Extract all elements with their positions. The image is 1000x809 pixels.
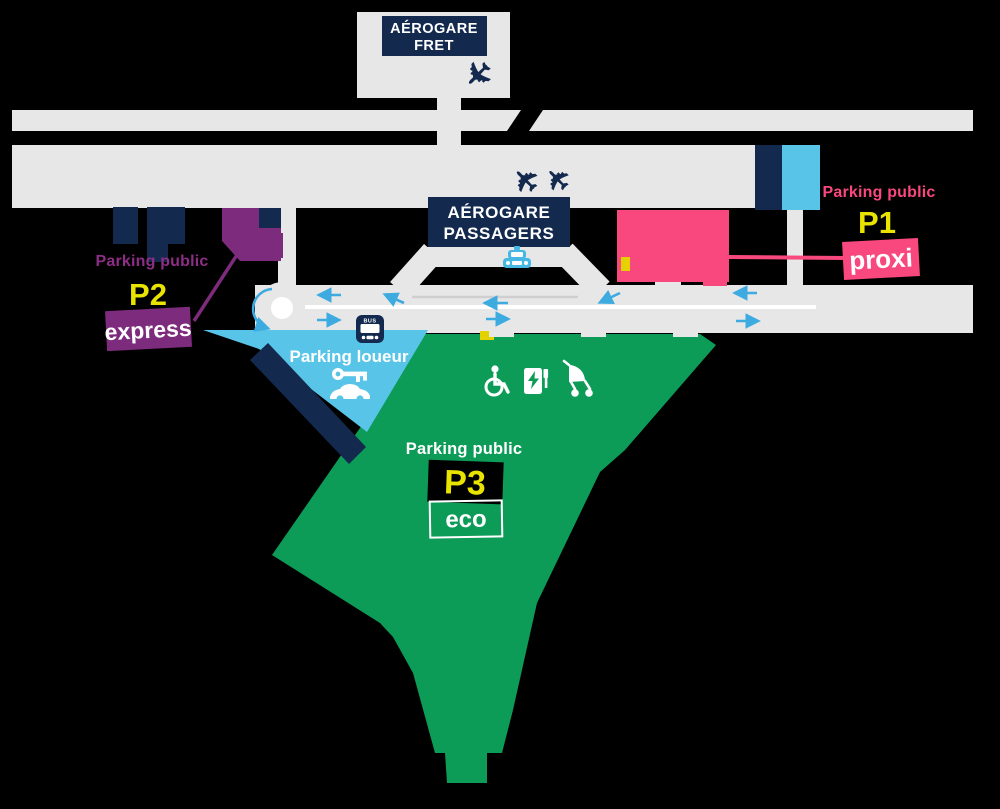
p2-tier-label: express: [104, 315, 192, 346]
arrow-westbound-2: [382, 292, 405, 307]
passagers-sign-line2: PASSAGERS: [444, 224, 555, 243]
p2-structure-a: [113, 207, 138, 244]
p1-structure-navy: [755, 145, 782, 210]
p1-tier-box[interactable]: [842, 238, 920, 280]
parking-p3-zone[interactable]: [272, 334, 716, 783]
forecourt-ramp-east: [555, 243, 610, 299]
fret-sign-line1: AÉROGARE: [390, 20, 478, 37]
p3-tier-label: eco: [445, 506, 487, 534]
ev-charging-icon: [524, 368, 549, 394]
east-access-road: [787, 208, 803, 288]
roundabout-arrow: [251, 287, 273, 332]
p1-tier-label: proxi: [848, 242, 913, 275]
forecourt-ramp-west: [390, 243, 442, 299]
parking-loueur-label: Parking loueur: [289, 347, 408, 366]
p3-entrance-marker: [480, 331, 494, 340]
fret-sign-box: [382, 16, 487, 56]
p1-callout-line: [728, 255, 846, 260]
p2-callout-line: [192, 240, 248, 322]
parking-loueur-label-group: Parking loueur: [289, 347, 409, 403]
wheelchair-icon: [484, 365, 510, 397]
loueur-divider-strip: [250, 343, 366, 464]
passenger-forecourt: [425, 247, 572, 267]
p2-structure-c: [147, 244, 168, 262]
p2-structure-b: [147, 207, 185, 244]
parking-p1-zone[interactable]: [617, 210, 729, 282]
p3-amenity-icons: [484, 359, 593, 397]
p2-zone-annex: [273, 233, 283, 258]
traffic-arrows: [251, 285, 761, 332]
p3-code-box[interactable]: [427, 459, 504, 505]
p2-code: P2: [129, 277, 167, 312]
p2-tier-box[interactable]: [105, 306, 192, 352]
p1-category-label: Parking public: [822, 184, 935, 201]
bus-stop-icon: BUS: [356, 315, 384, 343]
p2-structure-d: [259, 208, 281, 228]
p2-label-group: Parking public P2 express: [95, 253, 208, 352]
main-road-band: [12, 145, 820, 208]
rental-key-car-icon: [330, 367, 370, 403]
parking-p2-zone[interactable]: [222, 208, 281, 261]
p3-category-label: Parking public: [406, 440, 523, 458]
roundabout-island: [271, 297, 293, 319]
p3-code: P3: [444, 463, 487, 502]
p1-structure-blue: [782, 145, 820, 210]
upper-road-east: [529, 110, 973, 131]
p2-category-label: Parking public: [95, 253, 208, 270]
fret-sign-line2: FRET: [414, 38, 454, 54]
p1-entrance-marker: [621, 257, 630, 271]
p3-tier-box[interactable]: [428, 499, 504, 539]
passagers-sign-line1: AÉROGARE: [447, 203, 550, 222]
west-access-road: [278, 208, 296, 293]
passagers-sign-box: [428, 197, 570, 247]
stroller-icon: [562, 359, 593, 397]
parking-loueur-zone[interactable]: [203, 330, 428, 432]
p3-label-group: Parking public P3 eco: [406, 440, 523, 539]
taxi-icon: [503, 246, 531, 268]
p1-code: P1: [858, 205, 896, 240]
p1-zone-notch: [703, 282, 727, 286]
upper-road-west: [12, 110, 521, 131]
arrow-westbound-4: [597, 289, 621, 305]
bus-stop-label: BUS: [363, 319, 376, 325]
parking-zones-layer: [113, 145, 820, 783]
p1-label-group: Parking public P1 proxi: [822, 184, 935, 280]
